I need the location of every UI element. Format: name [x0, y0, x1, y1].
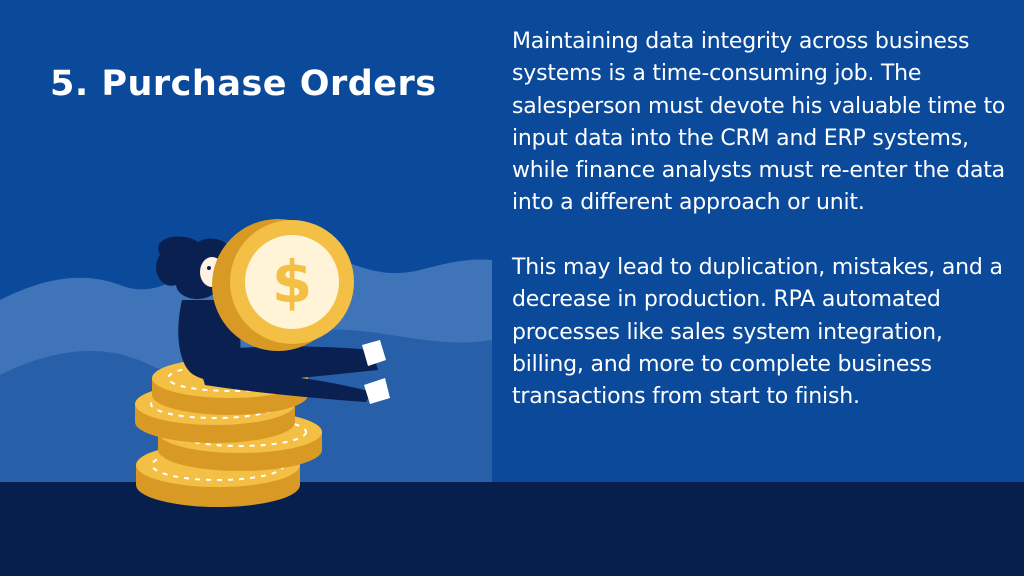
paragraph-1: Maintaining data integrity across busine…: [512, 29, 1006, 216]
dollar-coin-icon: $: [212, 219, 354, 351]
person-shoe-2: [364, 378, 390, 404]
paragraph-2: This may lead to duplication, mistakes, …: [512, 255, 1003, 410]
slide-title: 5. Purchase Orders: [50, 64, 437, 104]
dollar-symbol: $: [272, 248, 312, 316]
body-text: Maintaining data integrity across busine…: [512, 26, 1012, 414]
person-shoe-1: [362, 340, 386, 366]
